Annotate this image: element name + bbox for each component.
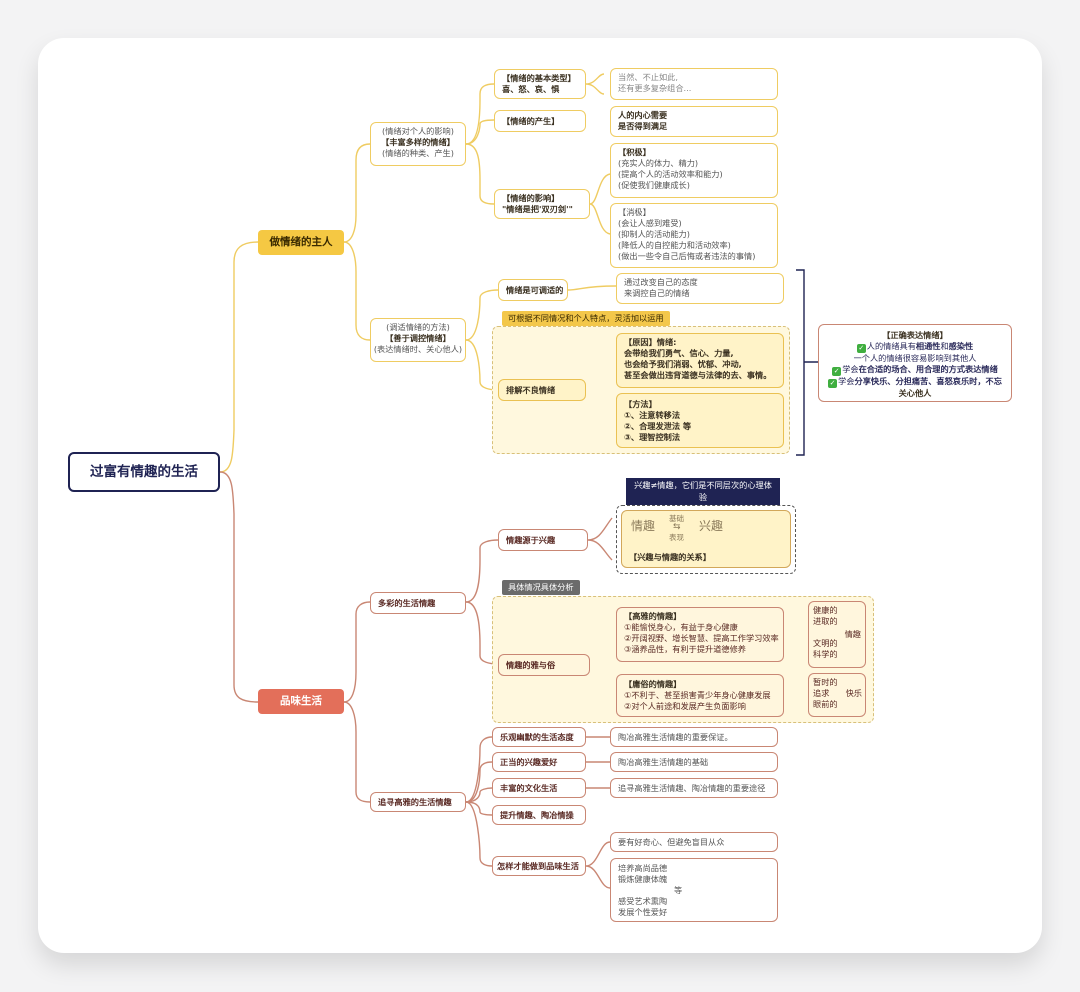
note-cultivation-list[interactable]: 培养高尚品德 锻炼健康体魄 等 感受艺术熏陶 发展个性爱好 <box>610 858 778 922</box>
label-manifestation: 表现 <box>669 533 684 542</box>
note-cause[interactable]: 【原因】情绪: 会带给我们勇气、信心、力量, 也会给予我们消弱、忧郁、冲动, 甚… <box>616 333 784 388</box>
node-rich-emotions[interactable]: (情绪对个人的影响) 【丰富多样的情绪】 (情绪的种类、产生) <box>370 122 466 166</box>
node-control-emotions[interactable]: (调适情绪的方法) 【善于调控情绪】 (表达情绪时、关心他人) <box>370 318 466 362</box>
bidirectional-arrow-icon: ⇆ <box>673 522 681 532</box>
word-emotion-interest: 情趣 <box>631 519 656 533</box>
node-colorful-interests[interactable]: 多彩的生活情趣 <box>370 592 466 614</box>
note-optimism[interactable]: 陶冶高雅生活情趣的重要保证。 <box>610 727 778 747</box>
node-elegant-vulgar[interactable]: 情趣的雅与俗 <box>498 654 590 676</box>
relation-diagram[interactable]: 情趣 基础 ⇆ 表现 兴趣 【兴趣与情趣的关系】 <box>621 510 791 568</box>
root-title: 过富有情趣的生活 <box>90 463 198 480</box>
summary-express-emotions[interactable]: 【正确表达情绪】 ✓人的情绪具有相通性和感染性 一个人的情绪很容易影响到其他人 … <box>818 324 1012 402</box>
check-icon: ✓ <box>856 344 866 353</box>
node-relieve-bad-emotions[interactable]: 排解不良情绪 <box>498 379 586 401</box>
note-positive-effect[interactable]: 【积极】 (充实人的体力、精力) (提高个人的活动效率和能力) (促使我们健康成… <box>610 143 778 198</box>
note-emotion-types[interactable]: 当然、不止如此, 还有更多复杂组合... <box>610 68 778 100</box>
label-basis: 基础 <box>669 514 684 523</box>
note-negative-effect[interactable]: 【消极】 (会让人感到难受) (抑制人的活动能力) (降低人的自控能力和活动效率… <box>610 203 778 268</box>
node-optimism[interactable]: 乐观幽默的生活态度 <box>492 727 586 747</box>
node-pursue-elegance[interactable]: 追寻高雅的生活情趣 <box>370 792 466 812</box>
node-emotion-origin[interactable]: 【情绪的产生】 <box>494 110 586 132</box>
branch-savor-life[interactable]: 品味生活 <box>258 689 344 714</box>
note-vulgar-interest[interactable]: 【庸俗的情趣】 ①不利于、甚至损害青少年身心健康发展 ②对个人前途和发展产生负面… <box>616 674 784 717</box>
tip-badge: 可根据不同情况和个人特点，灵活加以运用 <box>502 311 670 326</box>
note-elegant-interest[interactable]: 【高雅的情趣】 ①能愉悦身心，有益于身心健康 ②开阔视野、增长智慧、提高工作学习… <box>616 607 784 662</box>
branch-emotion-master[interactable]: 做情绪的主人 <box>258 230 344 255</box>
check-icon: ✓ <box>832 367 842 376</box>
analysis-badge: 具体情况具体分析 <box>502 580 580 595</box>
node-how-to-savor[interactable]: 怎样才能做到品味生活 <box>492 856 586 876</box>
note-curiosity[interactable]: 要有好奇心、但避免盲目从众 <box>610 832 778 852</box>
note-interest-difference[interactable]: 兴趣≠情趣，它们是不同层次的心理体验 <box>626 478 780 506</box>
note-vulgar-traits[interactable]: 暂时的 追求 快乐 眼前的 <box>808 673 866 717</box>
node-interest-source[interactable]: 情趣源于兴趣 <box>498 529 588 551</box>
note-elegant-traits[interactable]: 健康的 进取的 情趣 文明的 科学的 <box>808 601 866 668</box>
node-adjustable[interactable]: 情绪是可调适的 <box>498 279 568 301</box>
note-adjustable[interactable]: 通过改变自己的态度 来调控自己的情绪 <box>616 273 784 304</box>
note-hobbies[interactable]: 陶冶高雅生活情趣的基础 <box>610 752 778 772</box>
node-emotion-effect[interactable]: 【情绪的影响】 "情绪是把'双刃剑'" <box>494 189 590 219</box>
note-emotion-origin[interactable]: 人的内心需要 是否得到满足 <box>610 106 778 137</box>
node-emotion-types[interactable]: 【情绪的基本类型】 喜、怒、哀、惧 <box>494 69 586 99</box>
node-cultivate-sentiment[interactable]: 提升情趣、陶冶情操 <box>492 805 586 825</box>
root-node[interactable]: 过富有情趣的生活 <box>68 452 220 492</box>
check-icon: ✓ <box>828 379 838 388</box>
node-hobbies[interactable]: 正当的兴趣爱好 <box>492 752 586 772</box>
note-culture-life[interactable]: 追寻高雅生活情趣、陶冶情趣的重要途径 <box>610 778 778 798</box>
note-method[interactable]: 【方法】 ①、注意转移法 ②、合理发泄法 等 ③、理智控制法 <box>616 393 784 448</box>
node-culture-life[interactable]: 丰富的文化生活 <box>492 778 586 798</box>
word-interest: 兴趣 <box>699 519 724 533</box>
